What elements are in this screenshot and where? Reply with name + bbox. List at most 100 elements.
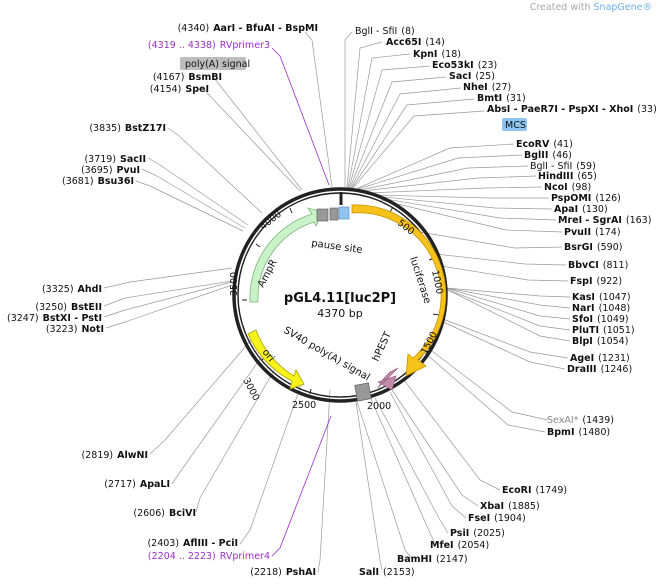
svg-text:PsiI(2025): PsiI(2025) bbox=[450, 528, 505, 539]
tick-label: 3500 bbox=[229, 272, 240, 296]
enzyme-name: BglI - SfiI bbox=[530, 161, 572, 172]
enzyme-pos: (163) bbox=[626, 215, 652, 226]
enzyme-pos: (1054) bbox=[597, 336, 629, 347]
enzyme-name: Eco53kI bbox=[432, 60, 474, 71]
enzyme-pos: (1904) bbox=[494, 513, 526, 524]
primer-name: RVprimer3 bbox=[220, 40, 270, 51]
svg-text:BglII(46): BglII (46) bbox=[524, 150, 572, 161]
svg-text:AgeI(1231): AgeI(1231) bbox=[570, 353, 630, 364]
svg-text:NcoI(98): NcoI(98) bbox=[544, 182, 591, 193]
svg-text:(3247)BstXI - PstI: (3247)BstXI - PstI bbox=[7, 313, 102, 324]
svg-text:(3835)BstZ17I: (3835) BstZ17I bbox=[89, 123, 166, 134]
enzyme-name: FseI bbox=[468, 513, 490, 524]
enzyme-pos: (2717) bbox=[104, 479, 136, 490]
svg-text:Eco53kI(23): Eco53kI(23) bbox=[432, 60, 497, 71]
enzyme-pos: (2819) bbox=[82, 450, 114, 461]
enzyme-name: KpnI bbox=[413, 49, 437, 60]
enzyme-pos: (18) bbox=[441, 49, 461, 60]
enzyme-pos: (25) bbox=[475, 71, 495, 82]
enzyme-name: NcoI bbox=[544, 182, 568, 193]
svg-text:AbsI - PaeR7I - PspXI - XhoI(3: AbsI - PaeR7I - PspXI - XhoI(33) bbox=[487, 104, 657, 115]
svg-text:EcoRI(1749): EcoRI(1749) bbox=[502, 485, 567, 496]
enzyme-name: Bsu36I bbox=[98, 176, 134, 187]
svg-text:FspI(922): FspI(922) bbox=[570, 276, 622, 287]
enzyme-name: PvuII bbox=[564, 227, 591, 238]
svg-text:PvuII(174): PvuII(174) bbox=[564, 227, 621, 238]
credit-brand: SnapGene® bbox=[593, 2, 652, 13]
enzyme-pos: (1049) bbox=[597, 314, 629, 325]
enzyme-pos: (2054) bbox=[458, 540, 490, 551]
enzyme-pos: (2153) bbox=[383, 567, 415, 578]
enzyme-name: BglI - SfiI bbox=[355, 26, 397, 37]
enzyme-name: EcoRV bbox=[516, 139, 550, 150]
hpest-label: hPEST bbox=[371, 330, 395, 364]
enzyme-pos: (14) bbox=[425, 37, 445, 48]
enzyme-pos: (1749) bbox=[536, 485, 568, 496]
enzyme-name: AlwNI bbox=[117, 450, 148, 461]
enzyme-pos: (1231) bbox=[598, 353, 630, 364]
svg-text:DraIII(1246): DraIII (1246) bbox=[567, 364, 632, 375]
enzyme-name: PsiI bbox=[450, 528, 469, 539]
tick-label: 3000 bbox=[240, 376, 261, 403]
svg-text:SacI(25): SacI(25) bbox=[449, 71, 495, 82]
enzyme-name: DraIII bbox=[567, 364, 597, 375]
enzyme-pos: (3681) bbox=[62, 176, 94, 187]
ampr-feature[interactable] bbox=[249, 207, 323, 303]
enzyme-name: PspOMI bbox=[551, 193, 591, 204]
svg-text:NarI(1048): NarI(1048) bbox=[572, 303, 630, 314]
svg-text:(3719)SacII: (3719)SacII bbox=[84, 154, 146, 165]
svg-text:KasI(1047): KasI(1047) bbox=[572, 292, 631, 303]
enzyme-pos: (3835) bbox=[89, 123, 121, 134]
svg-text:BbvCI(811): BbvCI(811) bbox=[568, 260, 628, 271]
enzyme-name: PluTI bbox=[572, 325, 599, 336]
pause-site-label: pause site bbox=[311, 238, 363, 256]
tick-label: 1500 bbox=[419, 330, 440, 357]
enzyme-name: ApaLI bbox=[140, 479, 170, 490]
svg-text:(2717)ApaLI: (2717) ApaLI bbox=[104, 479, 170, 490]
enzyme-pos: (41) bbox=[553, 139, 573, 150]
enzyme-name: BglII bbox=[524, 150, 548, 161]
enzyme-pos: (3719) bbox=[84, 154, 116, 165]
ori-feature[interactable] bbox=[247, 329, 305, 390]
tick-label: 2000 bbox=[367, 401, 391, 412]
enzyme-name: BstZ17I bbox=[125, 123, 166, 134]
enzyme-name: AbsI - PaeR7I - PspXI - XhoI bbox=[487, 104, 633, 115]
enzyme-name: BsmBI bbox=[188, 72, 222, 83]
enzyme-pos: (1439) bbox=[582, 415, 614, 426]
enzyme-pos: (4154) bbox=[150, 84, 182, 95]
svg-text:BamHI(2147): BamHI(2147) bbox=[397, 554, 468, 565]
svg-text:MreI - SgrAI(163): MreI - SgrAI (163) bbox=[558, 215, 651, 226]
enzyme-name: MreI - SgrAI bbox=[558, 215, 622, 226]
svg-text:BmtI(31): BmtI(31) bbox=[477, 93, 526, 104]
enzyme-name: BpmI bbox=[547, 427, 574, 438]
enzyme-pos: (3325) bbox=[42, 284, 74, 295]
svg-text:(3325)AhdI: (3325)AhdI bbox=[42, 284, 102, 295]
pause-site-feature[interactable] bbox=[316, 208, 329, 222]
enzyme-pos: (126) bbox=[595, 193, 621, 204]
enzyme-name: BstXI - PstI bbox=[43, 313, 102, 324]
luciferase-feature[interactable] bbox=[351, 204, 447, 377]
enzyme-pos: (65) bbox=[577, 171, 597, 182]
enzyme-name: HindIII bbox=[538, 171, 573, 182]
left-enzyme-labels: (4340)AarI - BfuAI - BspMI (4167)BsmBI (… bbox=[7, 23, 318, 578]
primer-range: (2204 .. 2223) bbox=[148, 551, 216, 562]
enzyme-pos: (2147) bbox=[436, 554, 468, 565]
enzyme-pos: (27) bbox=[492, 82, 512, 93]
polya-signal-feature[interactable] bbox=[329, 207, 339, 221]
svg-text:BglI - SfiI(8): BglI - SfiI (8) bbox=[355, 26, 415, 37]
enzyme-pos: (46) bbox=[552, 150, 572, 161]
enzyme-pos: (2218) bbox=[250, 567, 282, 578]
svg-text:ApaI(130): ApaI(130) bbox=[554, 204, 608, 215]
sv40-polya-feature[interactable] bbox=[354, 382, 372, 402]
enzyme-pos: (1047) bbox=[599, 292, 631, 303]
enzyme-pos: (4167) bbox=[153, 72, 185, 83]
enzyme-pos: (8) bbox=[401, 26, 414, 37]
mcs-feature[interactable] bbox=[338, 206, 350, 220]
hpest-feature[interactable] bbox=[377, 367, 399, 391]
svg-text:PluTI(1051): PluTI(1051) bbox=[572, 325, 635, 336]
plasmid-name: pGL4.11[luc2P] bbox=[284, 291, 396, 306]
svg-text:SalI(2153): SalI(2153) bbox=[359, 567, 415, 578]
enzyme-name: AarI - BfuAI - BspMI bbox=[213, 23, 318, 34]
enzyme-pos: (1246) bbox=[601, 364, 633, 375]
enzyme-name: NarI bbox=[572, 303, 595, 314]
